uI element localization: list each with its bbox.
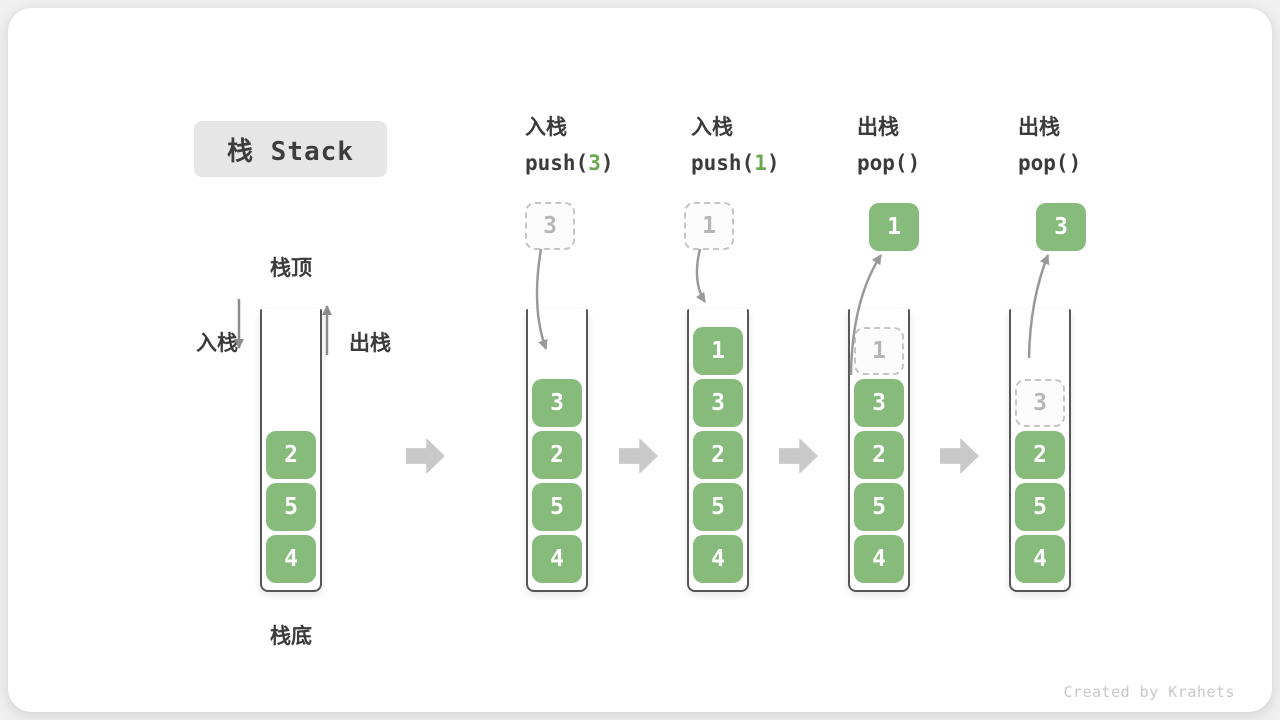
stack-container-push-3: 3 2 5 4 bbox=[526, 309, 588, 592]
stack-item: 2 bbox=[693, 431, 743, 479]
stack-item: 4 bbox=[693, 535, 743, 583]
stack-item: 2 bbox=[854, 431, 904, 479]
stack-item: 5 bbox=[693, 483, 743, 531]
stack-item-ghost: 1 bbox=[854, 327, 904, 375]
stage-transition-arrow-icon bbox=[619, 438, 658, 474]
title-box: 栈 Stack bbox=[194, 121, 387, 177]
stage-transition-arrow-icon bbox=[779, 438, 818, 474]
stack-item: 4 bbox=[266, 535, 316, 583]
code-post: ) bbox=[907, 151, 921, 175]
push-direction-label: 入栈 bbox=[196, 332, 238, 355]
stack-container-pop-3: 3 2 5 4 bbox=[1009, 309, 1071, 592]
stage-transition-arrow-icon bbox=[940, 438, 979, 474]
stack-item: 5 bbox=[854, 483, 904, 531]
floating-push-value-3: 3 bbox=[525, 202, 575, 250]
stack-container-push-1: 1 3 2 5 4 bbox=[687, 309, 749, 592]
stack-item: 5 bbox=[1015, 483, 1065, 531]
code-post: ) bbox=[600, 151, 614, 175]
code-pre: pop( bbox=[857, 151, 908, 175]
stack-bottom-label: 栈底 bbox=[270, 625, 312, 648]
op-cn-label: 入栈 bbox=[525, 116, 567, 139]
op-label-pop-3: 出栈 pop() bbox=[1018, 115, 1158, 176]
code-pre: push( bbox=[525, 151, 589, 175]
page-title: 栈 Stack bbox=[227, 136, 354, 167]
stack-item: 1 bbox=[693, 327, 743, 375]
op-cn-label: 入栈 bbox=[691, 116, 733, 139]
op-label-push-1: 入栈 push(1) bbox=[691, 115, 831, 176]
pop-direction-label: 出栈 bbox=[349, 332, 391, 355]
stack-item: 4 bbox=[532, 535, 582, 583]
op-code-label: pop() bbox=[1018, 150, 1158, 176]
stack-top-label: 栈顶 bbox=[270, 257, 312, 280]
code-post: ) bbox=[1068, 151, 1082, 175]
stack-container-initial: 2 5 4 bbox=[260, 309, 322, 592]
op-cn-label: 出栈 bbox=[1018, 116, 1060, 139]
stack-item: 4 bbox=[1015, 535, 1065, 583]
stack-item: 2 bbox=[532, 431, 582, 479]
code-arg: 3 bbox=[588, 151, 601, 175]
stack-item: 3 bbox=[532, 379, 582, 427]
op-code-label: push(3) bbox=[525, 150, 665, 176]
op-label-push-3: 入栈 push(3) bbox=[525, 115, 665, 176]
floating-popped-value-3: 3 bbox=[1036, 203, 1086, 251]
op-cn-label: 出栈 bbox=[857, 116, 899, 139]
floating-push-value-1: 1 bbox=[684, 202, 734, 250]
stack-item: 2 bbox=[1015, 431, 1065, 479]
code-pre: pop( bbox=[1018, 151, 1069, 175]
stack-item: 5 bbox=[266, 483, 316, 531]
code-post: ) bbox=[766, 151, 780, 175]
floating-popped-value-1: 1 bbox=[869, 203, 919, 251]
stack-item: 2 bbox=[266, 431, 316, 479]
op-code-label: push(1) bbox=[691, 150, 831, 176]
op-code-label: pop() bbox=[857, 150, 997, 176]
code-arg: 1 bbox=[754, 151, 767, 175]
stack-item: 5 bbox=[532, 483, 582, 531]
stack-item: 4 bbox=[854, 535, 904, 583]
stack-item-ghost: 3 bbox=[1015, 379, 1065, 427]
stack-item: 3 bbox=[854, 379, 904, 427]
stack-item: 3 bbox=[693, 379, 743, 427]
code-pre: push( bbox=[691, 151, 755, 175]
stack-container-pop-1: 1 3 2 5 4 bbox=[848, 309, 910, 592]
diagram-card: 栈 Stack 入栈 push(3) 入栈 push(1) 出栈 pop() 出… bbox=[8, 8, 1272, 712]
stage-transition-arrow-icon bbox=[406, 438, 445, 474]
watermark: Created by Krahets bbox=[1063, 683, 1235, 701]
op-label-pop-1: 出栈 pop() bbox=[857, 115, 997, 176]
